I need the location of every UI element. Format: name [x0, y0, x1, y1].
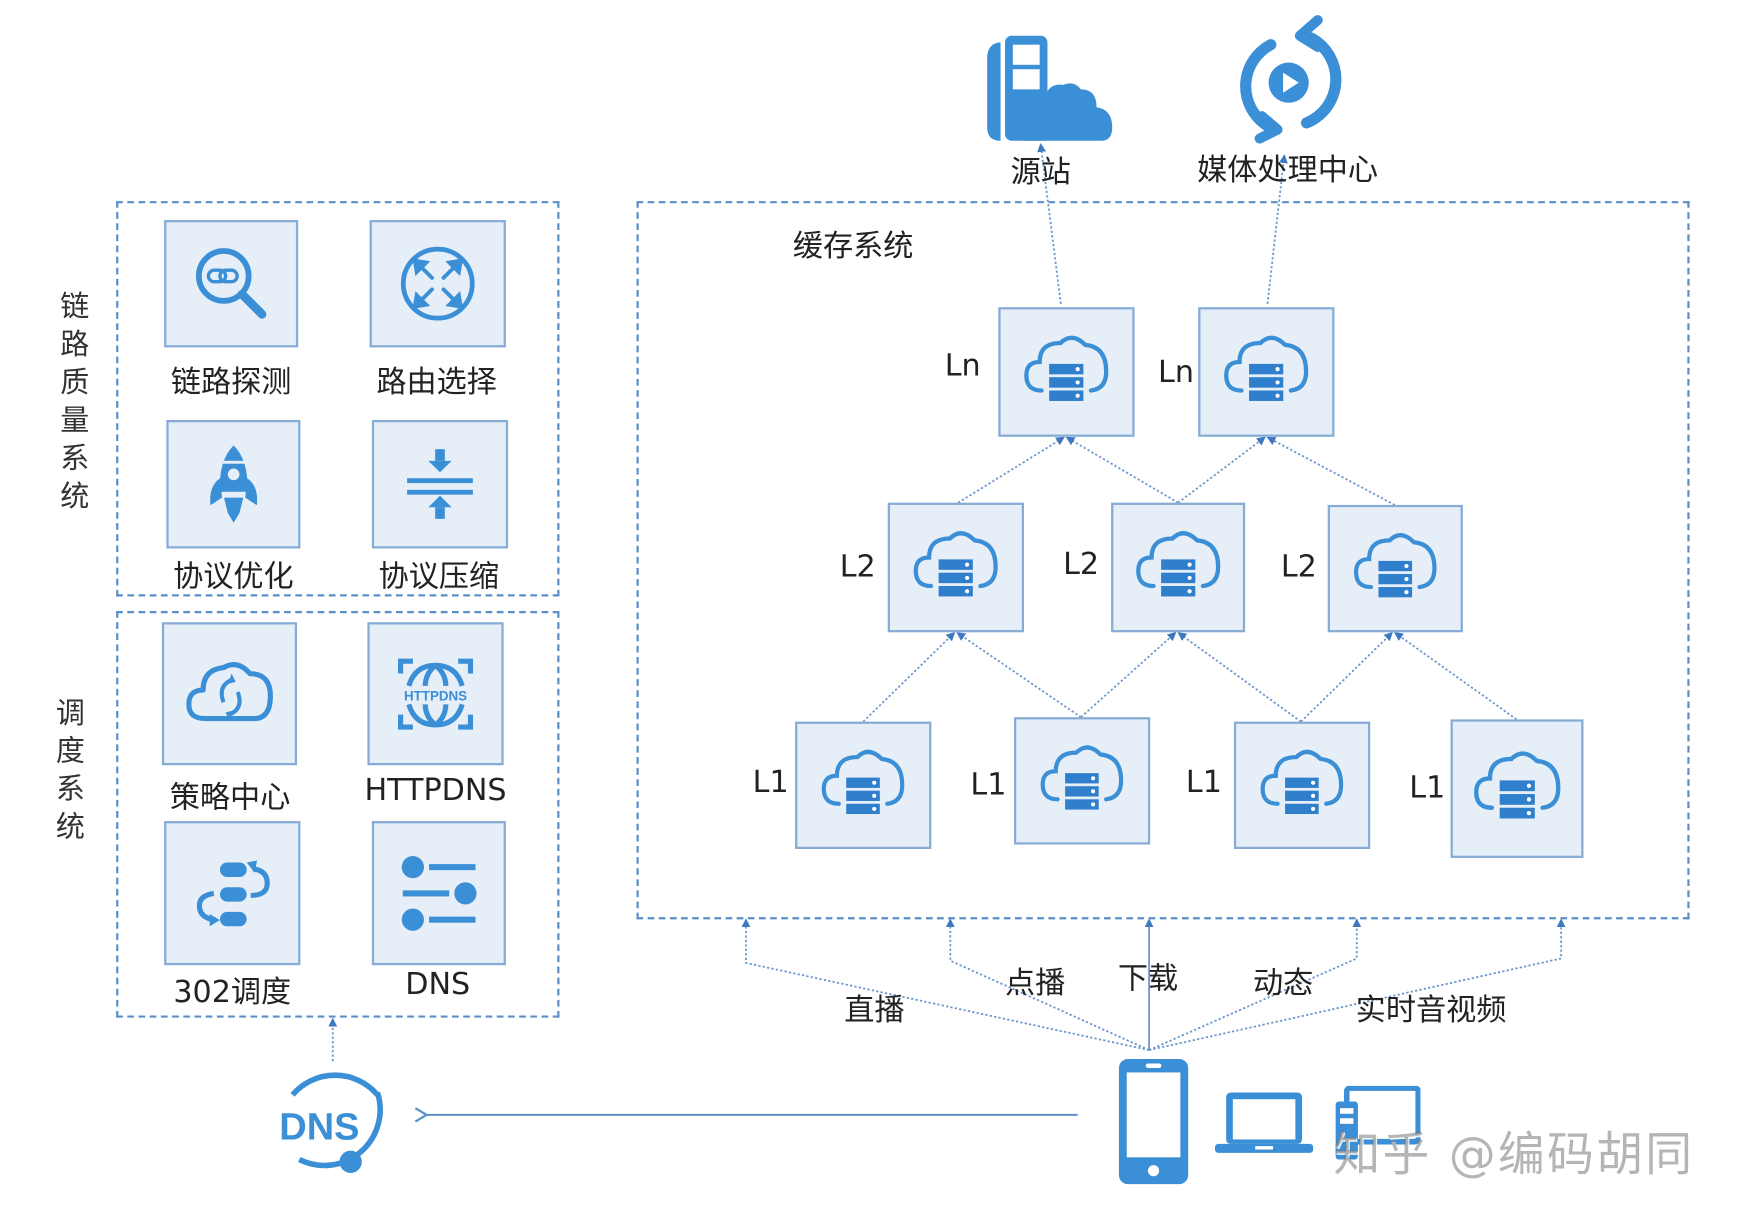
flow-label-vod: 点播	[1005, 966, 1066, 1001]
compress-icon	[407, 449, 473, 520]
cache-node-l2[interactable]	[1111, 502, 1246, 633]
flow-line-live	[741, 918, 1150, 1051]
cache-node-l2[interactable]	[887, 502, 1025, 633]
tile-link-probe[interactable]	[164, 220, 299, 348]
redirect-302-icon	[196, 860, 270, 927]
origin-server-cloud-icon	[987, 35, 1113, 141]
route-select-icon	[400, 246, 475, 321]
cloud-server-icon	[1252, 739, 1352, 832]
tier-label-l1: L1	[1185, 765, 1222, 800]
tier-label-l2: L2	[1280, 549, 1317, 585]
rocket-icon	[209, 445, 257, 523]
media-center-label: 媒体处理中心	[1197, 153, 1379, 188]
httpdns-icon-text: HTTPDNS	[404, 688, 467, 703]
tier-label-ln: Ln	[944, 348, 981, 384]
phone-icon	[1118, 1059, 1189, 1185]
cache-node-l1[interactable]	[1450, 719, 1584, 858]
cloud-sync-icon	[186, 661, 273, 721]
origin-node	[980, 31, 1114, 147]
tile-label-protocol-optimize: 协议优化	[173, 559, 294, 595]
dns-badge-text: DNS	[279, 1106, 359, 1148]
cache-node-l1[interactable]	[795, 721, 932, 849]
cache-node-ln[interactable]	[1198, 307, 1335, 437]
origin-label: 源站	[1010, 155, 1071, 190]
cache-node-l1[interactable]	[1013, 717, 1151, 845]
httpdns-icon: HTTPDNS	[398, 658, 474, 730]
watermark: 知乎 @编码胡同	[1333, 1127, 1695, 1182]
cloud-server-icon	[1216, 324, 1316, 419]
tier-label-l2: L2	[1063, 547, 1100, 583]
tier-label-l1: L1	[970, 767, 1007, 803]
cloud-server-icon	[813, 739, 913, 832]
flow-label-dynamic: 动态	[1252, 966, 1314, 1001]
tile-label-httpdns: HTTPDNS	[364, 773, 507, 808]
flow-label-live: 直播	[844, 993, 905, 1028]
phone-device	[1117, 1057, 1191, 1187]
tile-label-link-probe: 链路探测	[170, 365, 292, 400]
link-quality-system-title: 链 路 质 量 系 统	[60, 290, 90, 514]
dns-globe-icon: DNS	[279, 1072, 383, 1173]
desktop-device	[1335, 1085, 1422, 1164]
tile-label-route-select: 路由选择	[376, 365, 497, 400]
tile-label-policy-center: 策略中心	[169, 780, 291, 816]
tile-protocol-compress[interactable]	[371, 420, 509, 549]
tier-label-l1: L1	[1409, 770, 1446, 806]
tile-protocol-optimize[interactable]	[166, 420, 301, 549]
tier-label-ln: Ln	[1158, 355, 1194, 390]
laptop-icon	[1214, 1092, 1314, 1153]
laptop-device	[1214, 1090, 1314, 1155]
cache-node-ln[interactable]	[998, 307, 1135, 437]
tier-label-l1: L1	[752, 765, 789, 800]
cloud-server-icon	[1016, 324, 1116, 419]
cloud-server-icon	[906, 520, 1006, 615]
tile-label-dns: DNS	[405, 967, 471, 1003]
media-processing-icon	[1240, 15, 1342, 144]
scheduling-system-box	[116, 611, 560, 1018]
dns-list-icon	[401, 855, 477, 931]
media-node	[1228, 13, 1349, 145]
tile-label-302-redirect: 302调度	[173, 975, 292, 1010]
link-quality-system-box	[116, 201, 560, 597]
flow-label-rtc: 实时音视频	[1355, 993, 1507, 1028]
tile-httpdns[interactable]: HTTPDNS	[367, 622, 504, 766]
tile-route-select[interactable]	[369, 220, 506, 348]
link-search-icon	[195, 248, 267, 319]
dns-badge: DNS	[266, 1059, 398, 1182]
tile-label-protocol-compress: 协议压缩	[378, 559, 500, 595]
scheduling-system-title: 调 度 系 统	[55, 697, 85, 845]
tile-dns[interactable]	[371, 821, 506, 966]
cloud-server-icon	[1032, 734, 1132, 827]
tile-302-redirect[interactable]	[164, 821, 301, 966]
cloud-server-icon	[1346, 522, 1445, 615]
cache-node-l2[interactable]	[1327, 504, 1463, 633]
desktop-icon	[1335, 1085, 1422, 1160]
cache-node-l1[interactable]	[1233, 721, 1371, 849]
cache-system-box	[636, 201, 1690, 920]
cloud-server-icon	[1468, 738, 1566, 840]
tier-label-l2: L2	[839, 549, 876, 585]
cache-system-title: 缓存系统	[792, 229, 914, 264]
cloud-server-icon	[1129, 520, 1227, 615]
flow-label-download: 下载	[1117, 961, 1179, 997]
tile-policy-center[interactable]	[161, 622, 298, 766]
